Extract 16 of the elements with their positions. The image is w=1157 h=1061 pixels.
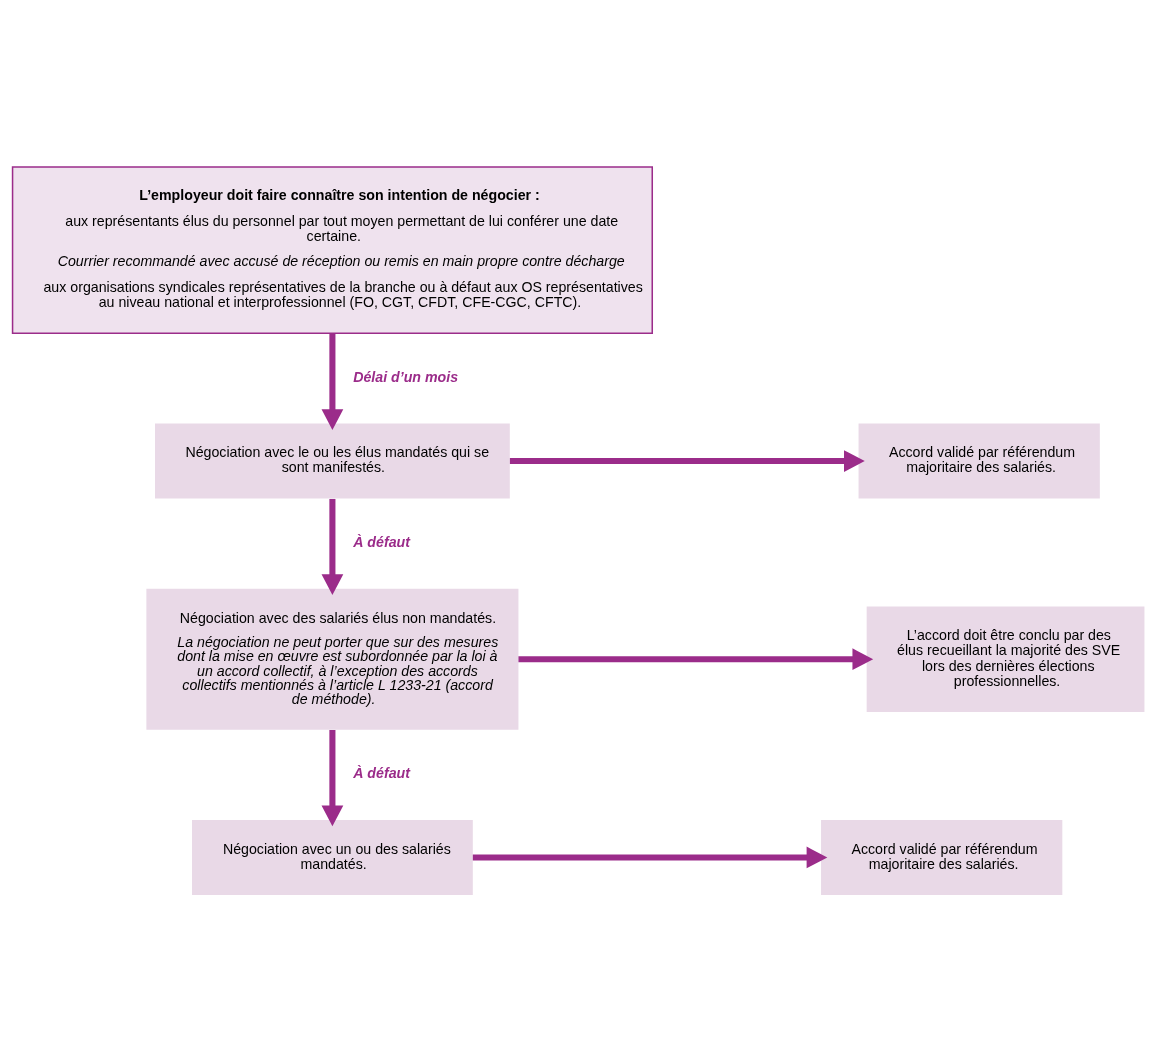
arrow bbox=[509, 449, 865, 472]
node-box: L’employeur doit faire connaître son intention de négocier : aux représentants élus du personnel par tout moyen permettant de lui conférer une date certaine. Courrier recommandé avec accusé de réception ou remis en main propre contre décharge aux organisations syndicales représentatives de la branche ou à défaut aux OS représentatives au niveau national et interprofessionnel (FO, CGT, CFDT, CFE-CGC, CFTC). bbox=[11, 165, 653, 334]
node-box: Accord validé par référendum majoritaire des salariés. bbox=[821, 819, 1063, 895]
edge-label: Délai d’un mois bbox=[353, 368, 459, 385]
edge-label: À défaut bbox=[353, 764, 410, 781]
arrow bbox=[472, 846, 828, 868]
node-box: Négociation avec des salariés élus non mandatés. La négociation ne peut porter que sur des mesures dont la mise en œuvre est subordonnée par la loi à un accord collectif, à l’exception des accords collectifs mentionnés à l’article L 1233-21 (accord de méthode). bbox=[146, 588, 519, 730]
node-box: L’accord doit être conclu par des élus recueillant la majorité des SVE lors des dernières élections professionnelles. bbox=[866, 606, 1145, 712]
node-box: Négociation avec le ou les élus mandatés qui se sont manifestés. bbox=[155, 423, 510, 499]
node-box: Négociation avec un ou des salariés mandatés. bbox=[192, 819, 473, 895]
arrow bbox=[518, 647, 874, 670]
arrow bbox=[321, 332, 344, 430]
node-box: Accord validé par référendum majoritaire des salariés. bbox=[858, 423, 1100, 499]
arrow bbox=[321, 498, 344, 595]
arrow bbox=[321, 729, 344, 826]
edge-label: À défaut bbox=[353, 533, 410, 550]
